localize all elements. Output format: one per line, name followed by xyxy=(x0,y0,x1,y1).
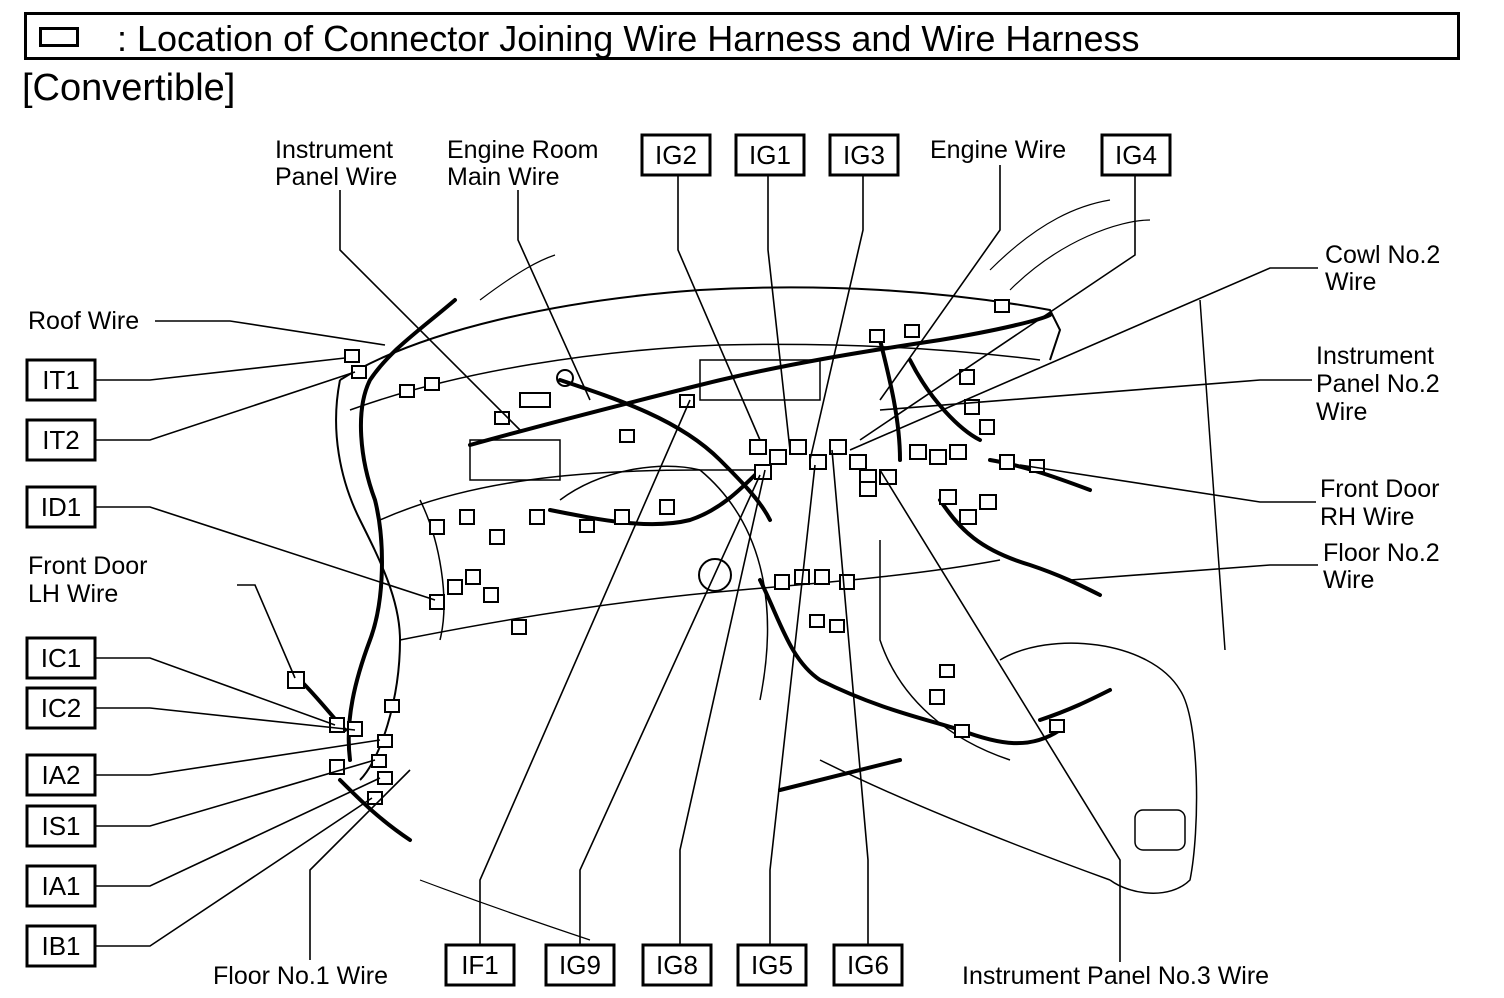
connector-box-icon xyxy=(39,27,79,47)
code-IG8: IG8 xyxy=(641,943,713,987)
code-ID1-label: ID1 xyxy=(41,492,81,522)
floor-no2-wire-label: Floor No.2 Wire xyxy=(1323,539,1447,594)
code-ID1: ID1 xyxy=(25,485,97,529)
engine-room-main-wire-label: Engine Room Main Wire xyxy=(447,136,605,191)
code-IG8-label: IG8 xyxy=(656,950,698,980)
code-IT1: IT1 xyxy=(25,358,97,402)
instrument-panel-no3-wire-label: Instrument Panel No.3 Wire xyxy=(962,962,1269,990)
page-subtitle: [Convertible] xyxy=(22,67,236,109)
code-IC1-label: IC1 xyxy=(41,643,81,673)
code-IF1-label: IF1 xyxy=(461,950,499,980)
code-IA1-label: IA1 xyxy=(41,871,80,901)
code-IA1: IA1 xyxy=(25,864,97,908)
code-IG1-label: IG1 xyxy=(749,140,791,170)
code-IF1: IF1 xyxy=(444,943,516,987)
code-IG4-label: IG4 xyxy=(1115,140,1157,170)
code-IC2-label: IC2 xyxy=(41,693,81,723)
code-IG2: IG2 xyxy=(640,133,712,177)
wire-labels: Instrument Panel Wire Engine Room Main W… xyxy=(28,136,1447,990)
code-IG3-label: IG3 xyxy=(843,140,885,170)
front-door-lh-wire-label: Front Door LH Wire xyxy=(28,552,154,608)
code-IT2-label: IT2 xyxy=(42,425,80,455)
connector-codes: IG2 IG1 IG3 IG4 IT1 IT2 ID1 IC1 IC2 IA2 … xyxy=(25,133,1172,987)
code-IG2-label: IG2 xyxy=(655,140,697,170)
code-IS1-label: IS1 xyxy=(41,811,80,841)
code-IG6-label: IG6 xyxy=(847,950,889,980)
code-IS1: IS1 xyxy=(25,804,97,848)
instrument-panel-wire-label: Instrument Panel Wire xyxy=(275,136,400,191)
code-IG4: IG4 xyxy=(1100,133,1172,177)
code-IG6: IG6 xyxy=(832,943,904,987)
code-IC1: IC1 xyxy=(25,636,97,680)
code-IT2: IT2 xyxy=(25,418,97,462)
code-IA2-label: IA2 xyxy=(41,760,80,790)
engine-wire-label: Engine Wire xyxy=(930,136,1066,164)
code-IC2: IC2 xyxy=(25,686,97,730)
code-IG9-label: IG9 xyxy=(559,950,601,980)
code-IG1: IG1 xyxy=(734,133,806,177)
floor-no1-wire-label: Floor No.1 Wire xyxy=(213,962,388,990)
code-IA2: IA2 xyxy=(25,753,97,797)
title-frame: : Location of Connector Joining Wire Har… xyxy=(24,12,1460,60)
harness-wiring xyxy=(298,298,1112,842)
code-IG5-label: IG5 xyxy=(751,950,793,980)
code-IG9: IG9 xyxy=(544,943,616,987)
code-IG3: IG3 xyxy=(828,133,900,177)
front-door-rh-wire-label: Front Door RH Wire xyxy=(1320,475,1446,531)
instrument-panel-no2-wire-label: Instrument Panel No.2 Wire xyxy=(1316,342,1447,426)
page-title: : Location of Connector Joining Wire Har… xyxy=(117,18,1140,59)
cowl-no2-wire-label: Cowl No.2 Wire xyxy=(1325,241,1447,296)
code-IT1-label: IT1 xyxy=(42,365,80,395)
code-IB1: IB1 xyxy=(25,924,97,968)
roof-wire-label: Roof Wire xyxy=(28,307,139,335)
leader-lines xyxy=(95,165,1318,962)
code-IG5: IG5 xyxy=(736,943,808,987)
code-IB1-label: IB1 xyxy=(41,931,80,961)
